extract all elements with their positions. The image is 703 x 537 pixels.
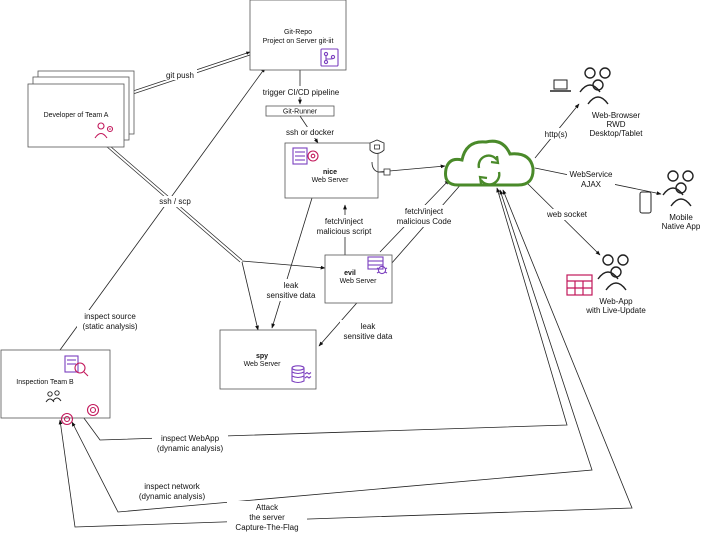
web-layout-icon [566,274,593,296]
label-attack-2: the server [249,513,285,522]
label-attack-3: Capture-The-Flag [235,523,298,532]
node-evil-server: evil Web Server [324,254,393,304]
node-spy-server: spy Web Server [219,329,317,390]
label-webservice-2: AJAX [581,180,602,189]
label-inspect-source-1: inspect source [84,312,136,321]
inspection-label: Inspection Team B [16,379,74,386]
label-ssh-docker: ssh or docker [286,128,334,137]
label-inspect-webapp-1: inspect WebApp [161,434,220,443]
webapp-line-1: Web-App [599,297,633,306]
edge-labels: git push trigger CI/CD pipeline ssh or d… [77,69,615,535]
label-leak-1b: sensitive data [267,291,316,300]
edge-inspect-network [71,189,593,513]
evil-subtitle: Web Server [340,278,377,285]
node-web-browser: Web-Browser RWD Desktop/Tablet [550,67,644,138]
node-mobile: Mobile Native App [639,170,701,231]
bug-icon [367,256,388,275]
edge-attack [58,189,633,528]
label-leak-1a: leak [284,281,300,290]
git-runner-label: Git-Runner [283,109,318,116]
label-webservice-1: WebService [570,170,614,179]
node-nice-server: nice Web Server [284,139,391,199]
user-gear-icon [94,122,114,139]
laptop-icon [550,79,571,92]
people-icon [597,254,629,291]
nice-name: nice [323,169,337,176]
developer-label: Developer of Team A [44,112,109,119]
people-icon [579,67,611,105]
label-inspect-webapp-2: (dynamic analysis) [157,444,224,453]
node-git-repo: Git-Repo Project on Server git-iit [249,0,347,71]
browser-line-1: Web-Browser [592,111,641,120]
label-http: http(s) [545,130,568,139]
document-gear-icon [292,147,319,165]
label-trigger: trigger CI/CD pipeline [263,88,340,97]
spy-name: spy [256,353,268,360]
label-leak-2b: sensitive data [344,332,393,341]
label-fetch-script-2: malicious script [317,227,372,236]
label-attack-1: Attack [256,503,279,512]
document-search-icon [64,355,89,377]
people-icon [45,390,62,403]
label-inspect-source-2: (static analysis) [82,322,137,331]
browser-line-3: Desktop/Tablet [590,129,644,138]
node-developer: Developer of Team A [27,70,135,148]
people-icon [662,170,694,207]
label-ssh-scp: ssh / scp [159,197,191,206]
evil-name: evil [344,270,356,277]
label-inspect-network-1: inspect network [144,482,201,491]
mobile-line-1: Mobile [669,213,693,222]
browser-line-2: RWD [607,120,626,129]
mobile-line-2: Native App [662,222,701,231]
node-git-runner: Git-Runner [265,105,335,117]
spy-subtitle: Web Server [244,361,281,368]
git-branch-icon [320,48,339,67]
label-fetch-code-2: malicious Code [397,217,452,226]
edge-ssh-scp-evil [241,260,326,270]
target-icon [60,403,100,426]
label-fetch-code-1: fetch/inject [405,207,444,216]
edge-leak-nice-spy [271,197,313,329]
cloud-sync-icon [444,139,535,187]
git-repo-title: Git-Repo [284,29,312,36]
webapp-line-2: with Live-Update [585,306,646,315]
shield-lock-icon [369,139,385,154]
label-websocket: web socket [546,210,588,219]
label-git-push: git push [166,71,194,80]
database-icon [291,365,312,384]
git-repo-subtitle: Project on Server git-iit [263,38,334,45]
nice-subtitle: Web Server [312,177,349,184]
label-leak-2a: leak [361,322,377,331]
node-inspection-team: Inspection Team B [0,349,111,426]
phone-icon [639,191,652,214]
label-inspect-network-2: (dynamic analysis) [139,492,206,501]
label-fetch-script-1: fetch/inject [325,217,364,226]
cable-icon [371,161,391,176]
edge-ssh-scp-spy [241,261,259,331]
node-web-app: Web-App with Live-Update [566,254,646,315]
